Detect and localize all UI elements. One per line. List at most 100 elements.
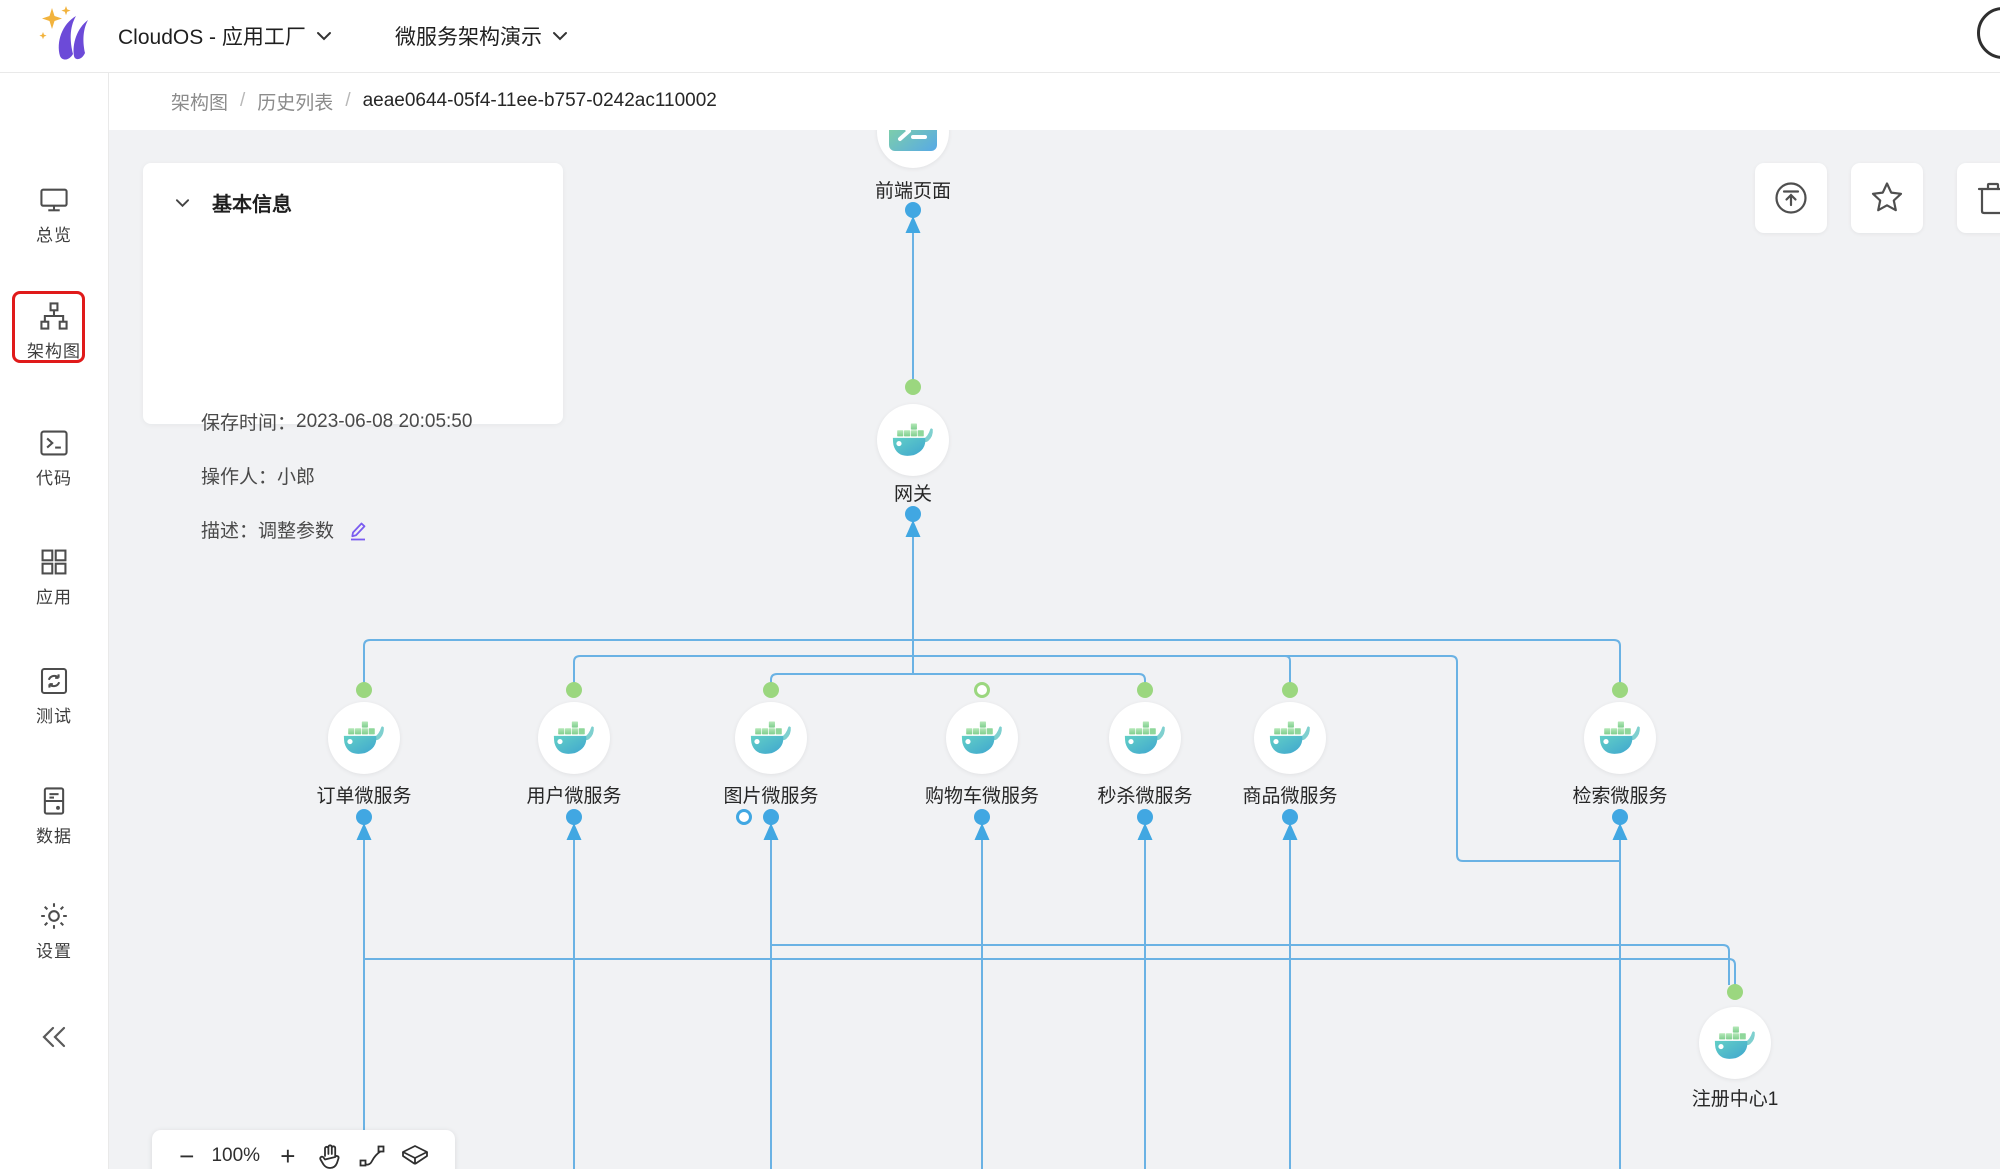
connection-port[interactable] [905,379,921,395]
layers-tool-button[interactable] [394,1144,437,1168]
node-circle [328,702,400,774]
pan-tool-button[interactable] [307,1143,350,1169]
cloudos-logo-icon [39,6,88,60]
node-circle [538,702,610,774]
user-avatar[interactable] [1977,7,2000,59]
breadcrumb-separator: / [345,90,351,111]
sidebar-item-code[interactable]: 代码 [0,427,108,489]
loop-icon [40,667,68,695]
diagram-edge[interactable] [364,958,1736,985]
edge-arrowhead-icon [356,823,372,840]
connection-port[interactable] [566,809,582,825]
connection-port[interactable] [905,202,921,218]
monitor-icon [40,188,68,212]
node-label: 网关 [893,484,933,505]
zoom-level[interactable]: 100% [211,1145,261,1166]
sidebar-item-label: 应用 [36,588,72,607]
breadcrumb-current: aeae0644-05f4-11ee-b757-0242ac110002 [362,90,717,111]
sitemap-icon [40,302,68,330]
workspace-switcher[interactable]: CloudOS - 应用工厂 [118,0,332,72]
pencil-icon [351,522,366,540]
workspace-label: CloudOS - 应用工厂 [118,26,306,49]
info-row-description: 描述： 调整参数 [201,516,368,543]
edge-layer [356,210,1736,1169]
connection-port[interactable] [566,682,582,698]
connection-port[interactable] [356,682,372,698]
node-circle [1584,702,1656,774]
layers-icon [402,1145,429,1165]
sidebar-item-label: 测试 [36,707,72,726]
sidebar-item-data[interactable]: 数据 [0,785,108,847]
sidebar-item-overview[interactable]: 总览 [0,184,108,246]
sidebar-item-apps[interactable]: 应用 [0,546,108,608]
connection-port[interactable] [1612,682,1628,698]
diagram-edge[interactable] [363,639,1621,684]
sidebar-item-settings[interactable]: 设置 [0,900,108,962]
sidebar-item-architecture[interactable]: 架构图 [0,300,108,362]
node-circle [1254,702,1326,774]
connection-port[interactable] [763,682,779,698]
node-label: 订单微服务 [316,786,412,807]
zoom-in-button[interactable]: + [280,1140,296,1169]
node-label: 用户微服务 [526,786,622,807]
connection-port[interactable] [763,809,779,825]
info-row-saved-time: 保存时间： 2023-06-08 20:05:50 [201,408,472,435]
node-label: 注册中心1 [1691,1089,1779,1110]
field-label: 保存时间： [201,413,297,434]
connection-port[interactable] [1137,682,1153,698]
connector-icon [359,1145,385,1167]
connection-port[interactable] [1282,809,1298,825]
node-circle [946,702,1018,774]
node-circle [1699,1007,1771,1079]
diagram-edge[interactable] [573,655,1620,862]
docker-whale-icon [1269,721,1310,754]
edge-arrowhead-icon [1137,823,1153,840]
chevron-down-icon [175,198,190,207]
sidebar-item-test[interactable]: 测试 [0,665,108,727]
publish-button[interactable] [1755,163,1827,233]
trash-icon [1977,182,2000,215]
edge-arrowhead-icon [905,520,921,537]
edge-arrowhead-icon [566,823,582,840]
delete-button[interactable] [1957,163,2000,233]
grid-icon [41,549,67,575]
field-value: 小郎 [277,467,316,488]
breadcrumb-item[interactable]: 架构图 [171,92,229,114]
connector-tool-button[interactable] [351,1144,394,1168]
connection-port[interactable] [905,506,921,522]
docker-whale-icon [961,721,1002,754]
edit-description-button[interactable] [348,519,368,541]
sidebar-collapse-button[interactable] [0,1024,108,1050]
diagram-edge[interactable] [1284,655,1291,684]
basic-info-panel: 基本信息 保存时间： 2023-06-08 20:05:50 操作人： 小郎 描… [143,163,563,542]
sidebar-item-label: 数据 [36,827,72,846]
field-label: 描述： [201,521,259,542]
favorite-button[interactable] [1851,163,1923,233]
node-circle [735,702,807,774]
edge-arrowhead-icon [905,216,921,233]
node-circle [877,404,949,476]
zoom-out-button[interactable]: − [179,1140,195,1169]
diagram-edge[interactable] [771,944,1730,985]
connection-port[interactable] [1612,809,1628,825]
connection-port[interactable] [356,809,372,825]
gear-icon [41,903,67,929]
basic-info-header[interactable]: 基本信息 [175,188,292,217]
connection-port[interactable] [1282,682,1298,698]
sidebar-item-label: 架构图 [27,342,81,361]
connection-port[interactable] [1137,809,1153,825]
diagram-edge[interactable] [770,673,1146,684]
connection-port[interactable] [736,809,752,825]
node-label: 前端页面 [874,181,952,202]
panel-title: 基本信息 [212,194,292,216]
breadcrumb-item[interactable]: 历史列表 [257,92,334,114]
connection-port[interactable] [974,809,990,825]
docker-whale-icon [1599,721,1640,754]
chevron-down-icon [553,32,567,41]
sidebar-item-label: 代码 [36,469,72,488]
node-label: 秒杀微服务 [1097,786,1193,807]
project-switcher[interactable]: 微服务架构演示 [395,0,568,72]
connection-port[interactable] [1727,984,1743,1000]
edge-arrowhead-icon [1612,823,1628,840]
connection-port[interactable] [974,682,990,698]
